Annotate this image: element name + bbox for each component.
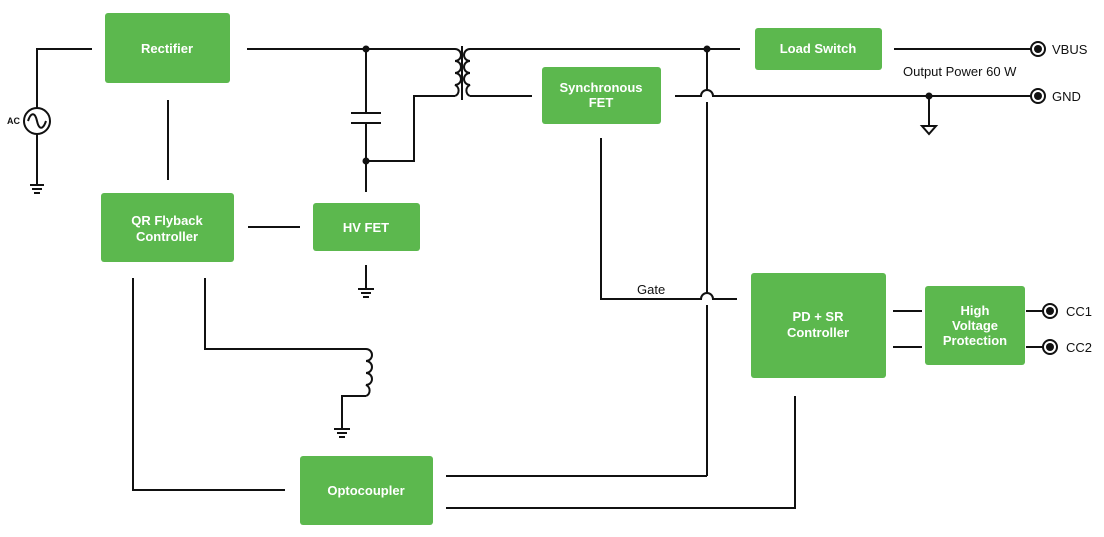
output-power-label: Output Power 60 W bbox=[903, 64, 1017, 79]
ground-icon bbox=[334, 428, 350, 438]
junctions bbox=[362, 45, 933, 165]
optocoupler-label: Optocoupler bbox=[327, 483, 404, 498]
terminal-cc1-icon bbox=[1042, 303, 1058, 319]
load-switch-label: Load Switch bbox=[780, 41, 857, 56]
rectifier-block: Rectifier bbox=[105, 13, 230, 83]
terminal-vbus-icon bbox=[1030, 41, 1046, 57]
terminal-gnd-icon bbox=[1030, 88, 1046, 104]
wire-syncfet-to-gnd bbox=[675, 89, 1032, 97]
junction-dot bbox=[362, 157, 370, 165]
junction-dot bbox=[925, 92, 933, 100]
wire-qr-to-opto bbox=[132, 278, 285, 491]
wire-opto-to-pd bbox=[446, 396, 796, 509]
junction-dot bbox=[362, 45, 370, 53]
wires bbox=[36, 48, 1044, 509]
ground-icon bbox=[919, 125, 939, 136]
ground-icon bbox=[358, 288, 374, 298]
cc1-label: CC1 bbox=[1066, 304, 1092, 319]
junction-dot bbox=[703, 45, 711, 53]
wire-qr-to-aux bbox=[204, 278, 366, 350]
high-voltage-protection-block: High Voltage Protection bbox=[925, 286, 1025, 365]
wire-gate bbox=[600, 138, 737, 300]
qr-flyback-label-line-2: Controller bbox=[136, 229, 198, 244]
hv-fet-block: HV FET bbox=[313, 203, 420, 251]
synchronous-fet-label-line-1: Synchronous bbox=[559, 80, 642, 95]
cc2-label: CC2 bbox=[1066, 340, 1092, 355]
auxiliary-winding-icon bbox=[365, 348, 373, 397]
rectifier-label: Rectifier bbox=[141, 41, 193, 56]
transformer-icon bbox=[454, 46, 471, 100]
ground-icon bbox=[30, 184, 44, 194]
wire-ac-to-rectifier bbox=[36, 48, 92, 108]
hvp-label-line-1: High bbox=[961, 303, 990, 318]
ac-label: AC bbox=[7, 116, 20, 126]
wire-aux-to-ground bbox=[341, 395, 366, 428]
synchronous-fet-block: Synchronous FET bbox=[542, 67, 661, 124]
hvp-label-line-2: Voltage bbox=[952, 318, 998, 333]
gnd-label: GND bbox=[1052, 89, 1081, 104]
load-switch-block: Load Switch bbox=[755, 28, 882, 70]
hvp-label-line-3: Protection bbox=[943, 333, 1007, 348]
synchronous-fet-label-line-2: FET bbox=[589, 95, 614, 110]
optocoupler-block: Optocoupler bbox=[300, 456, 433, 525]
terminal-cc2-icon bbox=[1042, 339, 1058, 355]
wire-node-to-primary-bottom bbox=[366, 95, 455, 162]
hv-fet-label: HV FET bbox=[343, 220, 389, 235]
ac-source-icon bbox=[23, 107, 51, 135]
qr-flyback-label-line-1: QR Flyback bbox=[131, 213, 203, 228]
pd-sr-controller-label-line-2: Controller bbox=[787, 325, 849, 340]
gate-label: Gate bbox=[637, 282, 665, 297]
pd-sr-controller-block: PD + SR Controller bbox=[751, 273, 886, 378]
capacitor-icon bbox=[351, 112, 381, 124]
pd-sr-controller-label-line-1: PD + SR bbox=[793, 309, 845, 324]
qr-flyback-controller-block: QR Flyback Controller bbox=[101, 193, 234, 262]
vbus-label: VBUS bbox=[1052, 42, 1088, 57]
